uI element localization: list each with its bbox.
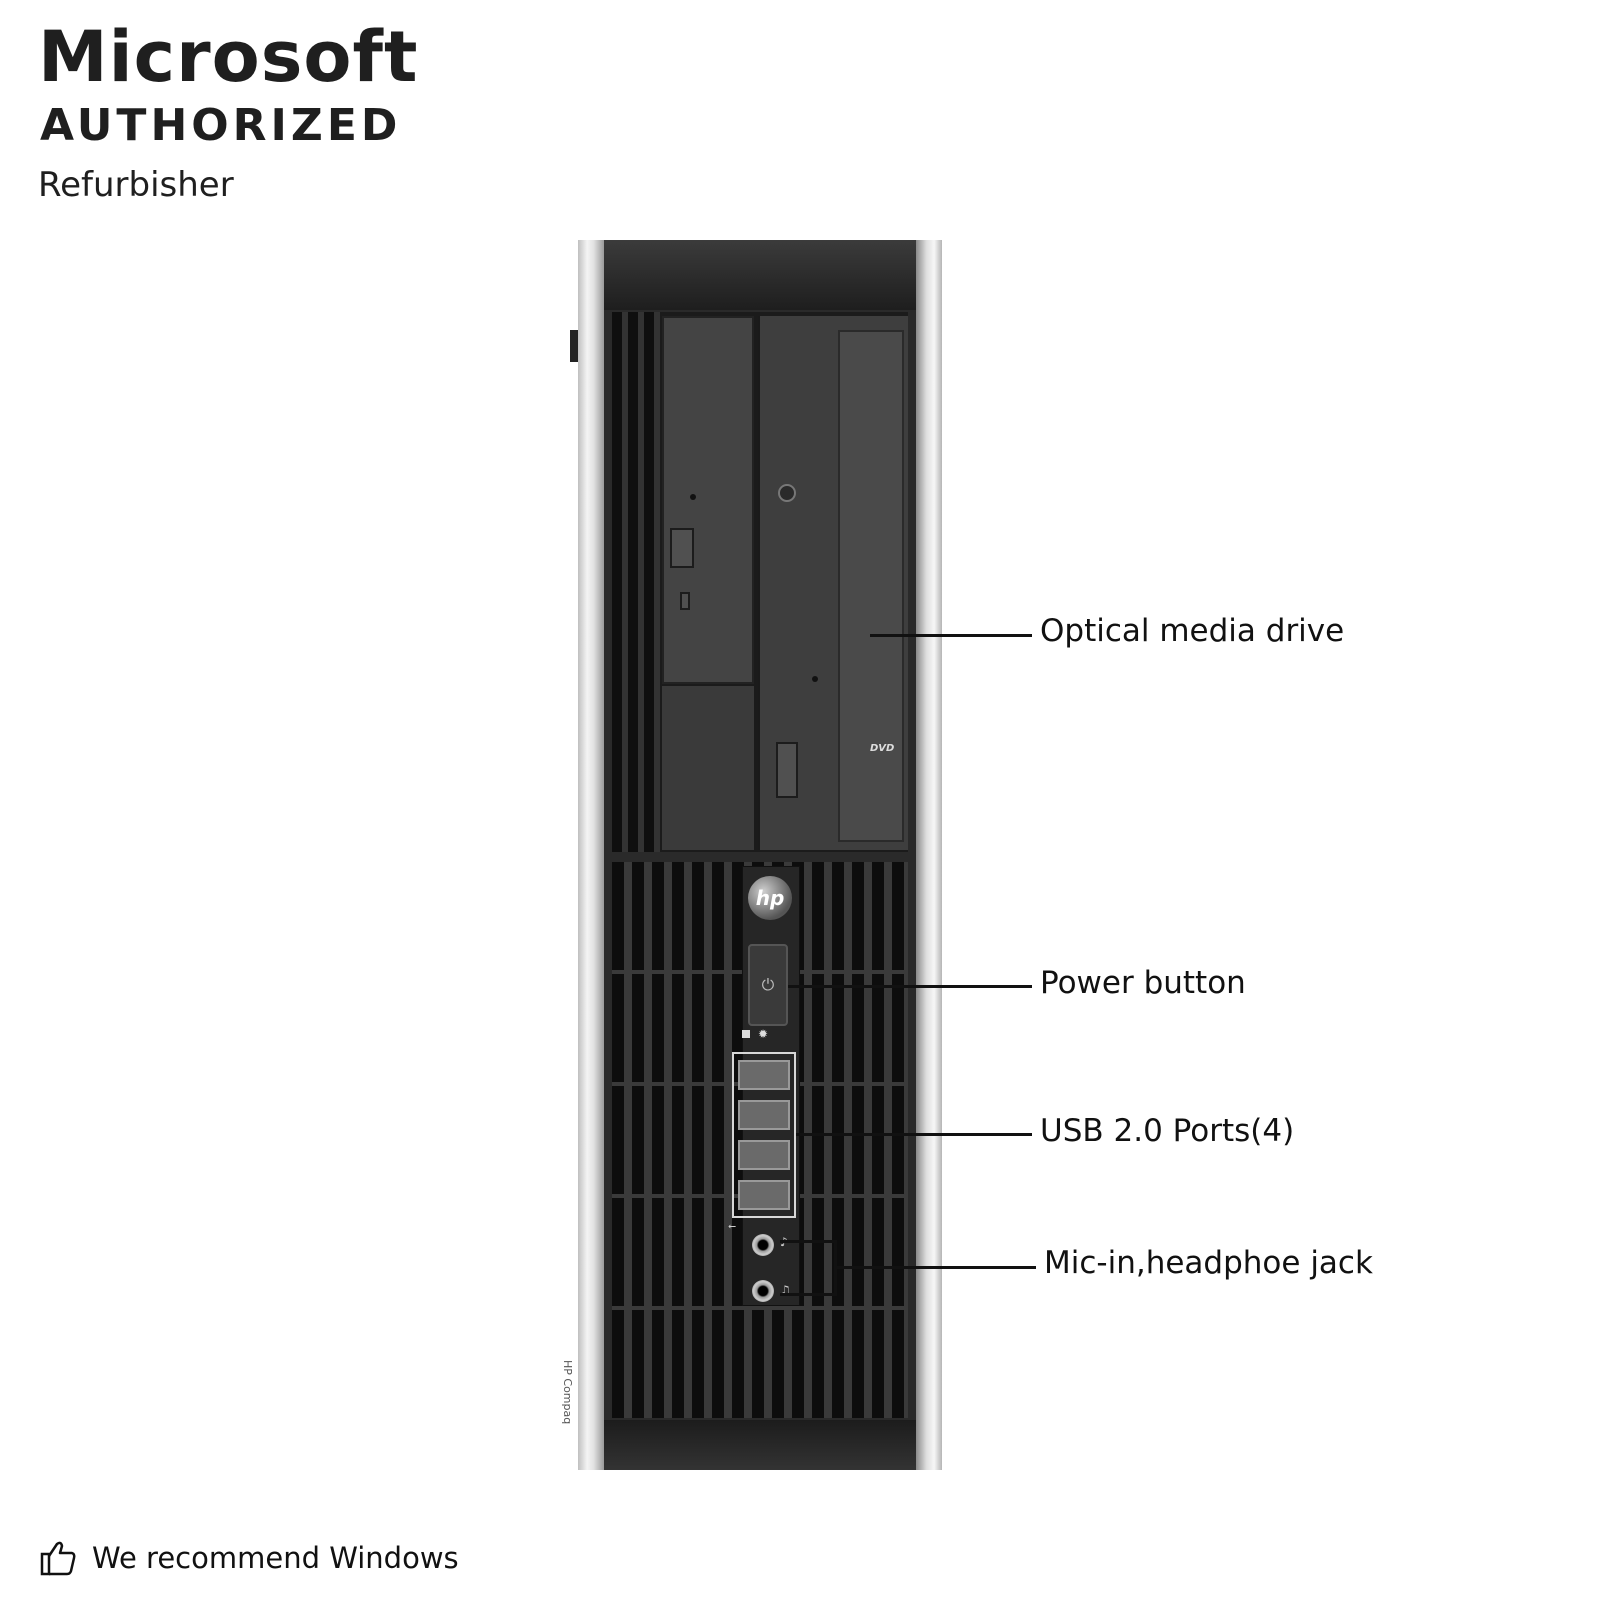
- case-top-band: [604, 240, 916, 310]
- power-icon: ⏻: [761, 975, 775, 994]
- usb-leader-line: [796, 1133, 1032, 1136]
- optical-drive-eject-button: [776, 742, 798, 798]
- hp-logo: hp: [748, 876, 792, 920]
- headphone-leader-line: [780, 1293, 836, 1296]
- usb-port-4: [738, 1180, 790, 1210]
- usb-port-group: [732, 1052, 796, 1218]
- case-bottom-band: [604, 1420, 916, 1470]
- headphone-jack: [752, 1280, 774, 1302]
- lower-bay-cover: [662, 686, 754, 850]
- optical-drive-leader-line: [870, 634, 1032, 637]
- audio-leader-line: [836, 1266, 1036, 1269]
- optical-drive-callout: Optical media drive: [1040, 613, 1345, 649]
- audio-jack-callout: Mic-in,headphoe jack: [1044, 1245, 1373, 1281]
- case-right-rail: [916, 240, 942, 1470]
- footer-recommendation: We recommend Windows: [92, 1541, 459, 1575]
- brand-tagline: Refurbisher: [38, 165, 234, 205]
- optical-drive-tray: [838, 330, 904, 842]
- mic-in-jack: [752, 1234, 774, 1256]
- power-button-leader-line: [788, 985, 1032, 988]
- optical-drive-emergency-eject: [778, 484, 796, 502]
- hdd-activity-icon: [742, 1030, 750, 1038]
- drive-indicator-dot: [690, 494, 696, 500]
- case-left-rail: [578, 240, 604, 1470]
- slim-drive-eject-button: [670, 528, 694, 568]
- dvd-badge: DVD: [870, 743, 895, 754]
- power-led-icon: ✹: [758, 1027, 769, 1041]
- optical-drive-led: [812, 676, 818, 682]
- mic-leader-line: [780, 1240, 836, 1243]
- audio-bracket-line: [834, 1240, 837, 1296]
- power-button: [748, 944, 788, 1026]
- case-notch: [570, 330, 578, 362]
- usb-symbol-icon: ⭠: [728, 1221, 736, 1232]
- headphone-icon: ♫: [780, 1283, 791, 1297]
- power-button-callout: Power button: [1040, 965, 1246, 1001]
- thumbs-up-icon: [38, 1538, 78, 1578]
- slim-drive-bay: [662, 316, 754, 684]
- case-model-label: HP Compaq: [561, 1360, 574, 1425]
- drive-side-vent: [612, 312, 660, 852]
- slim-drive-small-button: [680, 592, 690, 610]
- usb-callout: USB 2.0 Ports(4): [1040, 1113, 1295, 1149]
- brand-title: Microsoft: [38, 16, 419, 98]
- usb-port-1: [738, 1060, 790, 1090]
- usb-port-2: [738, 1100, 790, 1130]
- usb-port-3: [738, 1140, 790, 1170]
- brand-subtitle: AUTHORIZED: [40, 100, 402, 151]
